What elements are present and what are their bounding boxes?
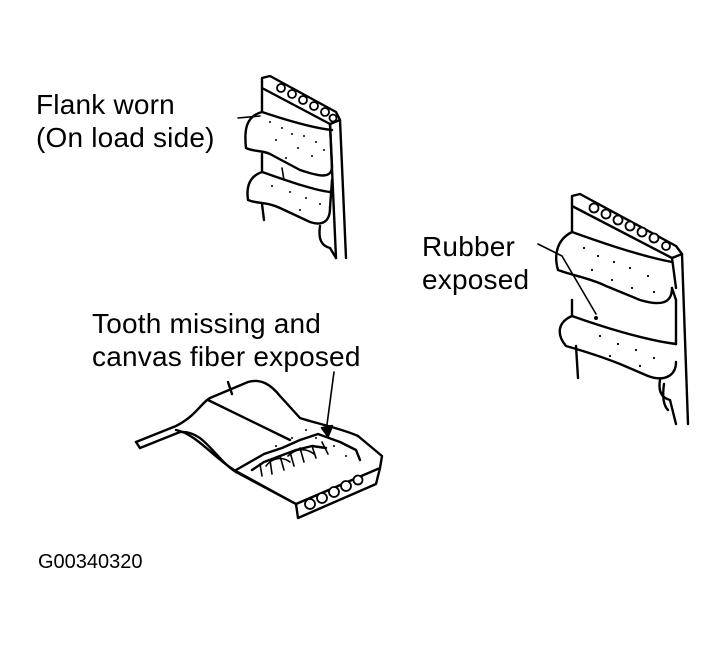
rubber-exposed-label-line1: Rubber xyxy=(422,231,516,262)
figure-id: G00340320 xyxy=(38,551,143,573)
flank-worn-label: Flank worn (On load side) xyxy=(36,88,215,154)
flank-worn-label-line1: Flank worn xyxy=(36,89,175,120)
flank-worn-label-line2: (On load side) xyxy=(36,122,215,153)
tooth-missing-label-line2: canvas fiber exposed xyxy=(92,341,361,372)
rubber-exposed-label: Rubber exposed xyxy=(422,230,529,296)
tooth-missing-label-line1: Tooth missing and xyxy=(92,308,322,339)
rubber-exposed-label-line2: exposed xyxy=(422,264,530,295)
belt-tooth-missing-illustration xyxy=(134,371,384,520)
tooth-missing-label: Tooth missing and canvas fiber exposed xyxy=(92,307,361,373)
belt-rubber-exposed-illustration xyxy=(537,192,690,426)
belt-flank-worn-illustration xyxy=(237,74,348,260)
